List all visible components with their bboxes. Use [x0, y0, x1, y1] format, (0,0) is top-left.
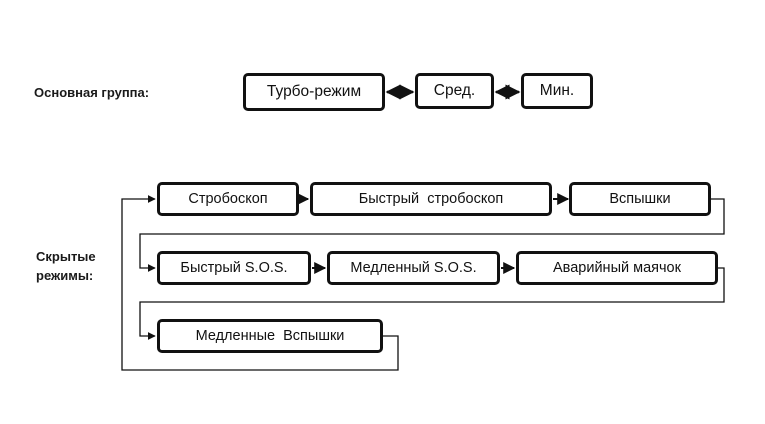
- loop-back-connector: [121, 195, 399, 371]
- mode-strobe: Стробоскоп: [157, 182, 299, 216]
- mode-flashes: Вспышки: [569, 182, 711, 216]
- mode-strobe-label: Стробоскоп: [188, 191, 268, 207]
- mode-medium: Сред.: [415, 73, 494, 109]
- mode-medium-label: Сред.: [433, 82, 476, 99]
- mode-fast-sos: Быстрый S.O.S.: [157, 251, 311, 285]
- mode-flashes-label: Вспышки: [609, 191, 671, 207]
- mode-slow-flashes: Медленные Вспышки: [157, 319, 383, 353]
- row2-to-row3-connector: [139, 267, 725, 340]
- mode-slow-sos-label: Медленный S.O.S.: [350, 260, 477, 276]
- mode-turbo: Турбо-режим: [243, 73, 385, 111]
- mode-slow-sos: Медленный S.O.S.: [327, 251, 500, 285]
- mode-min-label: Мин.: [539, 82, 575, 99]
- mode-min: Мин.: [521, 73, 593, 109]
- hidden-modes-label: Скрытые режимы:: [36, 249, 96, 283]
- mode-emergency-beacon: Аварийный маячок: [516, 251, 718, 285]
- mode-slow-flashes-label: Медленные Вспышки: [195, 328, 345, 344]
- main-group-label: Основная группа:: [34, 85, 150, 100]
- mode-fast-strobe-label: Быстрый стробоскоп: [358, 191, 504, 207]
- mode-fast-sos-label: Быстрый S.O.S.: [180, 260, 288, 276]
- mode-turbo-label: Турбо-режим: [266, 83, 362, 100]
- mode-emergency-beacon-label: Аварийный маячок: [553, 260, 681, 276]
- mode-fast-strobe: Быстрый стробоскоп: [310, 182, 552, 216]
- row1-to-row2-connector: [139, 198, 725, 272]
